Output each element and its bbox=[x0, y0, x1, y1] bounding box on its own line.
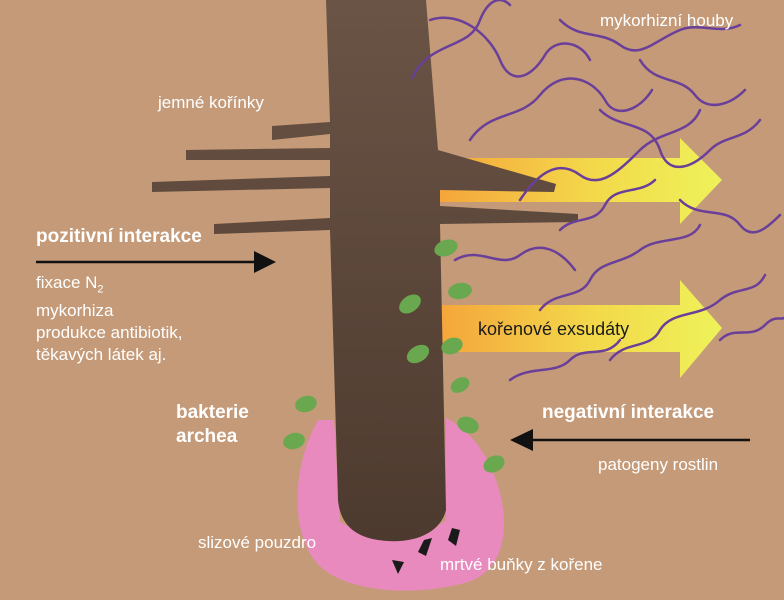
dead-root-cells bbox=[392, 528, 460, 574]
nitrogen-fixation-item: fixace N2 bbox=[36, 273, 104, 296]
fine-roots-label: jemné kořínky bbox=[158, 93, 264, 112]
exudate-arrow-lower bbox=[430, 280, 722, 378]
root bbox=[152, 0, 578, 542]
mycorrhizal-fungi-label: mykorhizní houby bbox=[600, 11, 734, 30]
positive-interaction-arrow bbox=[36, 251, 276, 273]
exudate-arrow-upper bbox=[430, 138, 722, 224]
mucilage-label: slizové pouzdro bbox=[198, 533, 317, 552]
antibiotic-production-item: produkce antibiotik, bbox=[36, 323, 183, 343]
negative-interaction-arrow bbox=[510, 429, 750, 451]
dead-root-cells-label: mrtvé buňky z kořene bbox=[440, 555, 603, 574]
plant-pathogens-label: patogeny rostlin bbox=[598, 455, 719, 474]
volatile-substances-item: těkavých látek aj. bbox=[36, 345, 167, 365]
archaea-label: archea bbox=[176, 426, 238, 447]
positive-interaction-list: fixace N2 mykorhiza produkce antibiotik,… bbox=[36, 272, 182, 366]
negative-interaction-label: negativní interakce bbox=[542, 402, 715, 423]
mycorrhiza-item: mykorhiza bbox=[36, 301, 114, 321]
positive-interaction-label: pozitivní interakce bbox=[36, 226, 202, 247]
mycorrhizal-hyphae bbox=[410, 0, 784, 382]
bacteria-label: bakterie bbox=[176, 402, 249, 423]
mucilage-sheath bbox=[297, 418, 505, 591]
root-exudates-label: kořenové exsudáty bbox=[478, 319, 630, 339]
bacteria-cells bbox=[283, 239, 505, 473]
